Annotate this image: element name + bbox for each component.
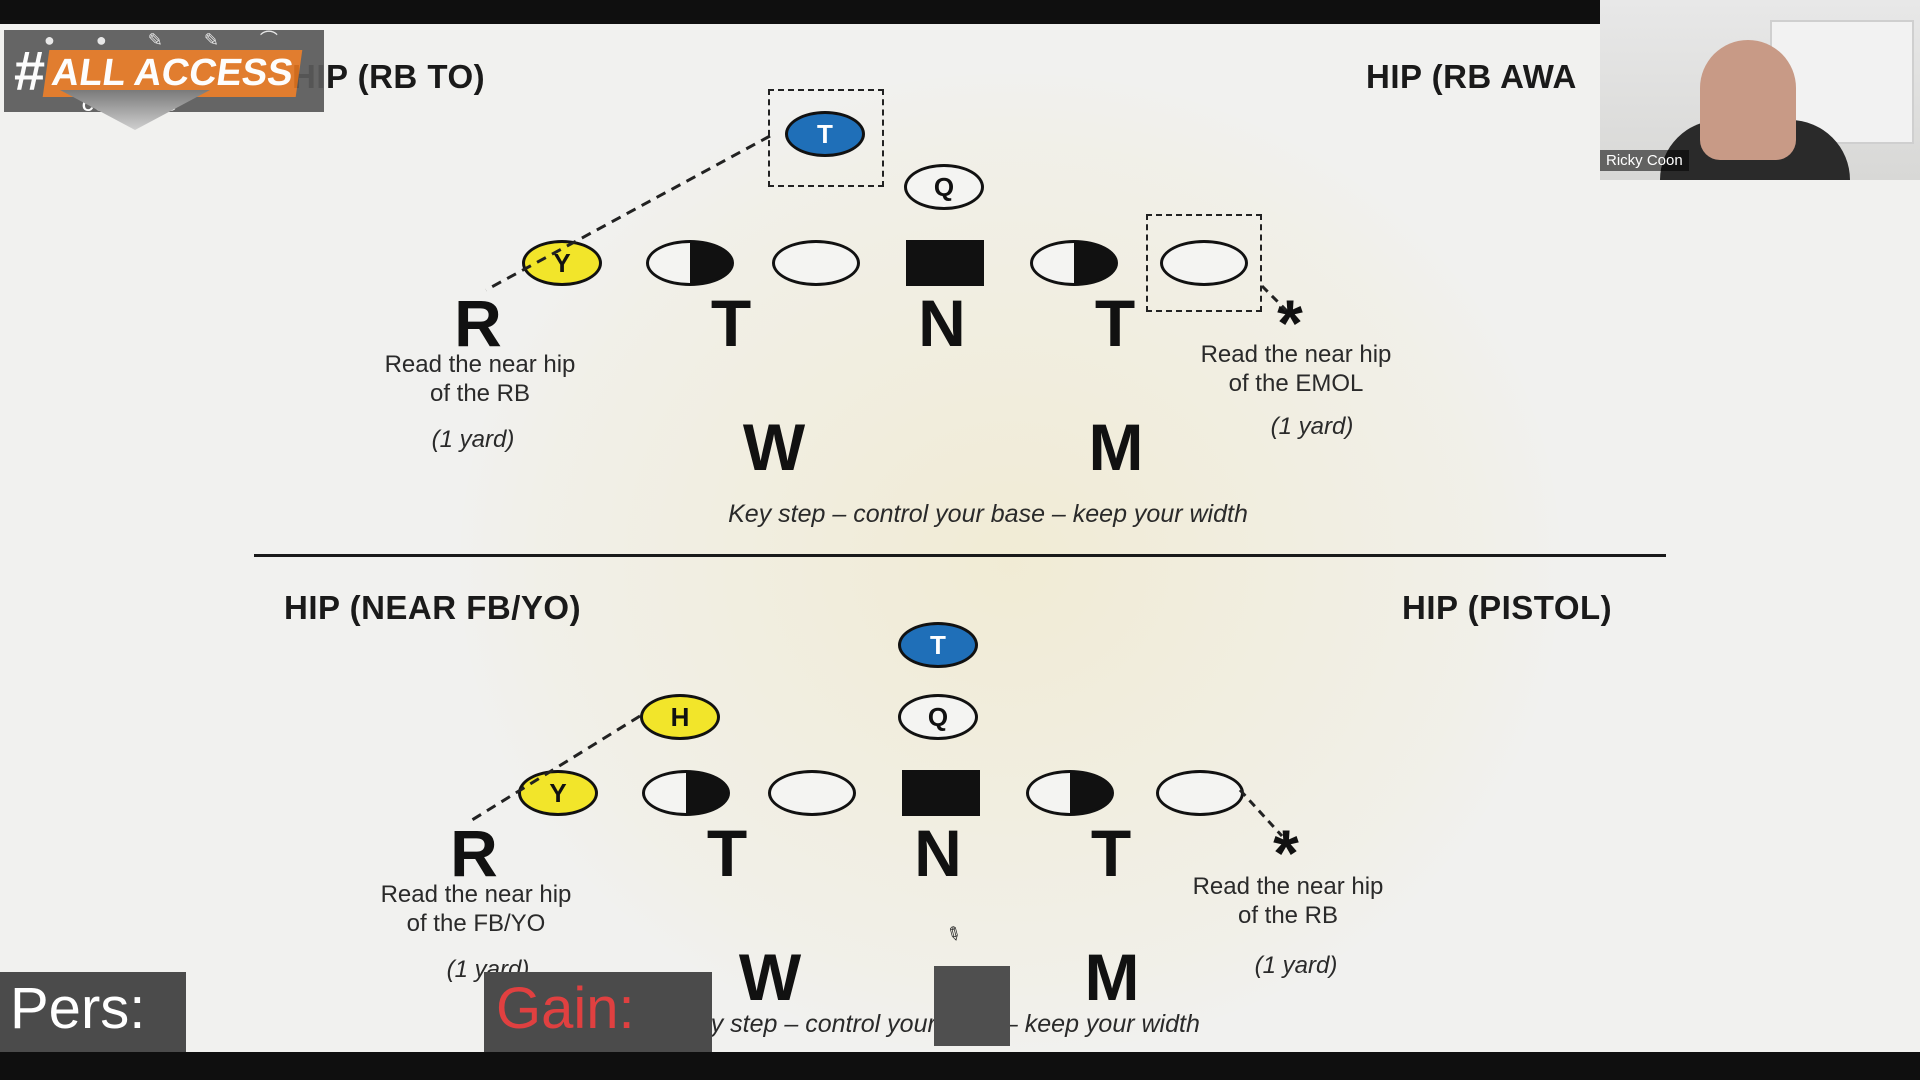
token-q: Q — [904, 164, 984, 210]
logo-hash: # — [14, 39, 46, 102]
note-line: Read the near hip — [1200, 341, 1392, 368]
token-t-blue: T — [785, 111, 865, 157]
note-right-bottom: Read the near hip of the RB — [1193, 872, 1384, 930]
token-h-yellow: H — [640, 694, 720, 740]
letter-w: W — [738, 940, 802, 1014]
note-right-top: Read the near hip of the EMOL — [1201, 340, 1392, 398]
note-line: Read the near hip — [1192, 873, 1384, 900]
note-line: Read the near hip — [384, 351, 576, 378]
note-line: of the EMOL — [1228, 370, 1364, 397]
title-hip-rb-to: HIP (RB TO) — [292, 58, 486, 95]
lineman-half-shaded — [1026, 770, 1114, 816]
lineman-open — [1156, 770, 1244, 816]
title-hip-rb-away: HIP (RB AWA — [1366, 58, 1577, 95]
lineman-half-shaded — [646, 240, 734, 286]
presentation-slide: HIP (RB TO) HIP (RB AWA HIP (NEAR FB/YO)… — [0, 24, 1920, 1052]
presenter-avatar — [1700, 40, 1796, 160]
gray-overlay-square — [934, 966, 1010, 1046]
lineman-open-emol — [1160, 240, 1248, 286]
lineman-open — [772, 240, 860, 286]
title-hip-near-fb-yo: HIP (NEAR FB/YO) — [284, 589, 582, 626]
key-step-top: Key step – control your base – keep your… — [728, 500, 1248, 528]
yard-right-bottom: (1 yard) — [1254, 952, 1338, 979]
token-q: Q — [898, 694, 978, 740]
title-hip-pistol: HIP (PISTOL) — [1402, 589, 1613, 626]
divider-line — [254, 554, 1666, 557]
letter-t: T — [1094, 286, 1136, 360]
annotation-tools-icon[interactable]: ● ● ✎ ✎ ⌒ — [44, 30, 296, 50]
token-y-yellow: Y — [522, 240, 602, 286]
note-line: of the RB — [1237, 902, 1339, 929]
letter-w: W — [742, 410, 806, 484]
lineman-half-shaded — [1030, 240, 1118, 286]
center-square — [902, 770, 980, 816]
note-line: of the FB/YO — [406, 910, 546, 937]
letter-t: T — [1090, 816, 1132, 890]
token-y-yellow: Y — [518, 770, 598, 816]
letter-n: N — [918, 286, 966, 360]
logo-main-text: ALL ACCESS — [42, 50, 303, 97]
letter-r: R — [450, 816, 498, 890]
highlight-box-top-emol — [1146, 214, 1262, 312]
letter-t: T — [706, 816, 748, 890]
letter-m: M — [1088, 410, 1144, 484]
letter-r: R — [454, 286, 502, 360]
letter-m: M — [1084, 940, 1140, 1014]
webcam-feed: Ricky Coon — [1600, 0, 1920, 180]
letter-n: N — [914, 816, 962, 890]
token-t-blue: T — [898, 622, 978, 668]
pers-overlay: Pers: — [0, 972, 186, 1052]
team-logo-watermark — [460, 74, 1560, 1052]
yard-right-top: (1 yard) — [1270, 413, 1354, 440]
lineman-half-shaded — [642, 770, 730, 816]
gain-overlay: Gain: — [484, 972, 712, 1052]
letter-t: T — [710, 286, 752, 360]
note-line: Read the near hip — [380, 881, 572, 908]
participant-name: Ricky Coon — [1600, 150, 1689, 171]
lineman-open — [768, 770, 856, 816]
center-square — [906, 240, 984, 286]
note-left-bottom: Read the near hip of the FB/YO — [381, 880, 572, 938]
note-left-top: Read the near hip of the RB — [385, 350, 576, 408]
note-line: of the RB — [429, 380, 531, 407]
yard-left-top: (1 yard) — [431, 426, 515, 453]
